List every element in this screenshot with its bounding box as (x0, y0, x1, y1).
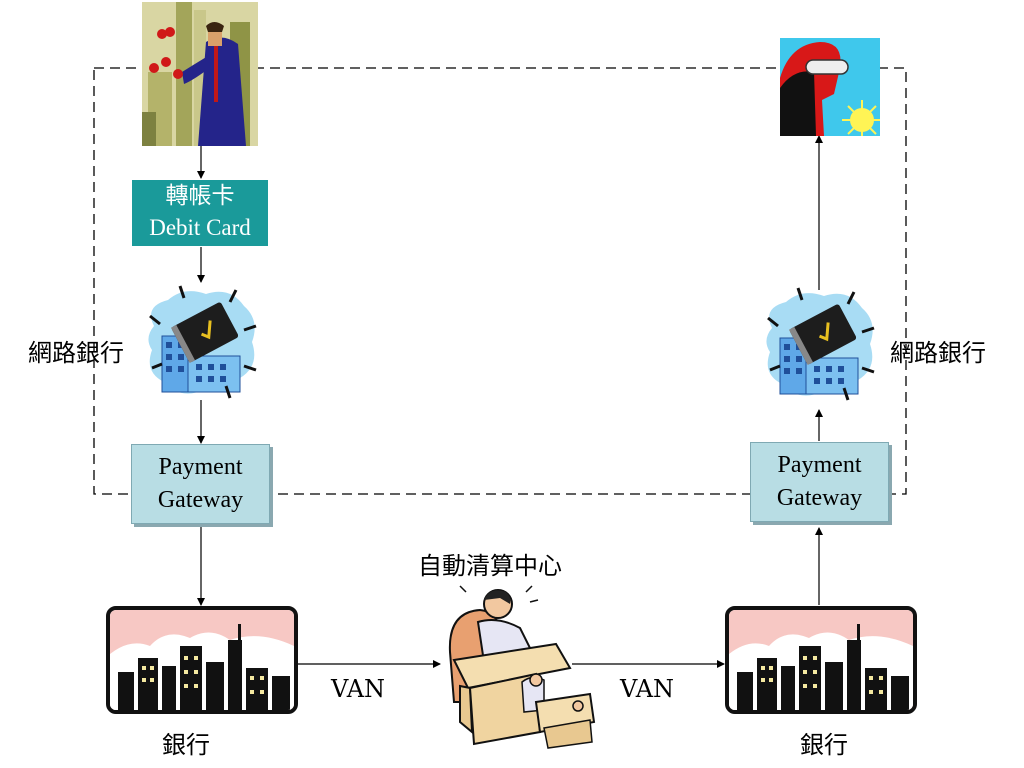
gateway-line2: Gateway (157, 487, 244, 513)
debit-card-box: 轉帳卡 Debit Card (132, 180, 268, 246)
dashed-boundary (93, 67, 907, 495)
researcher-icon (780, 38, 880, 136)
payment-gateway-left: Payment Gateway (131, 444, 270, 524)
businessman-icon (142, 2, 258, 146)
bank-city-icon (725, 606, 917, 714)
bank-city-icon (106, 606, 298, 714)
van-label-left: VAN (331, 675, 386, 703)
gateway-line1: Payment (158, 454, 243, 480)
bank-label-right: 銀行 (800, 731, 848, 759)
online-bank-label-right: 網路銀行 (890, 339, 986, 367)
debit-card-chinese: 轉帳卡 (165, 183, 235, 209)
online-bank-icon (148, 285, 257, 399)
debit-card-english: Debit Card (149, 215, 251, 240)
van-label-right: VAN (620, 675, 675, 703)
bank-label-left: 銀行 (162, 731, 210, 759)
online-bank-icon (766, 287, 875, 401)
clearing-center-label: 自動清算中心 (418, 552, 562, 580)
gateway-line1: Payment (777, 452, 862, 478)
clearing-clerk-icon (448, 585, 596, 749)
gateway-line2: Gateway (776, 485, 863, 511)
online-bank-label-left: 網路銀行 (28, 339, 124, 367)
payment-gateway-right: Payment Gateway (750, 442, 889, 522)
